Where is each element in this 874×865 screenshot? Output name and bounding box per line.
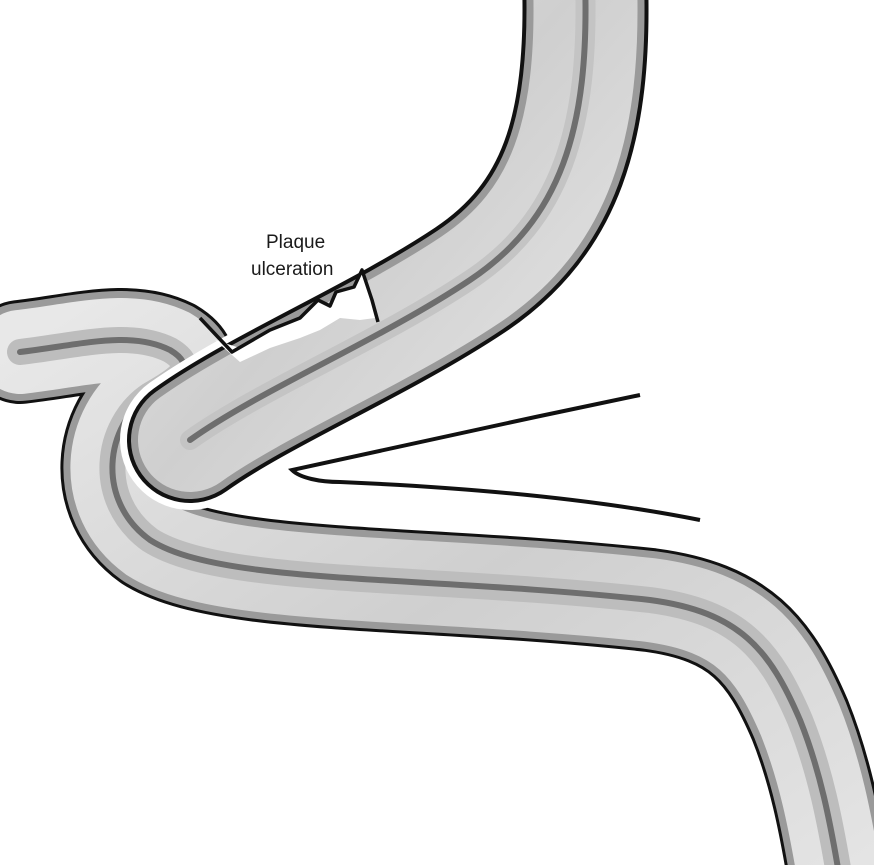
vessel-branch <box>190 0 586 440</box>
annotation-line-2: ulceration <box>251 259 333 280</box>
annotation-line-1: Plaque <box>266 232 325 253</box>
